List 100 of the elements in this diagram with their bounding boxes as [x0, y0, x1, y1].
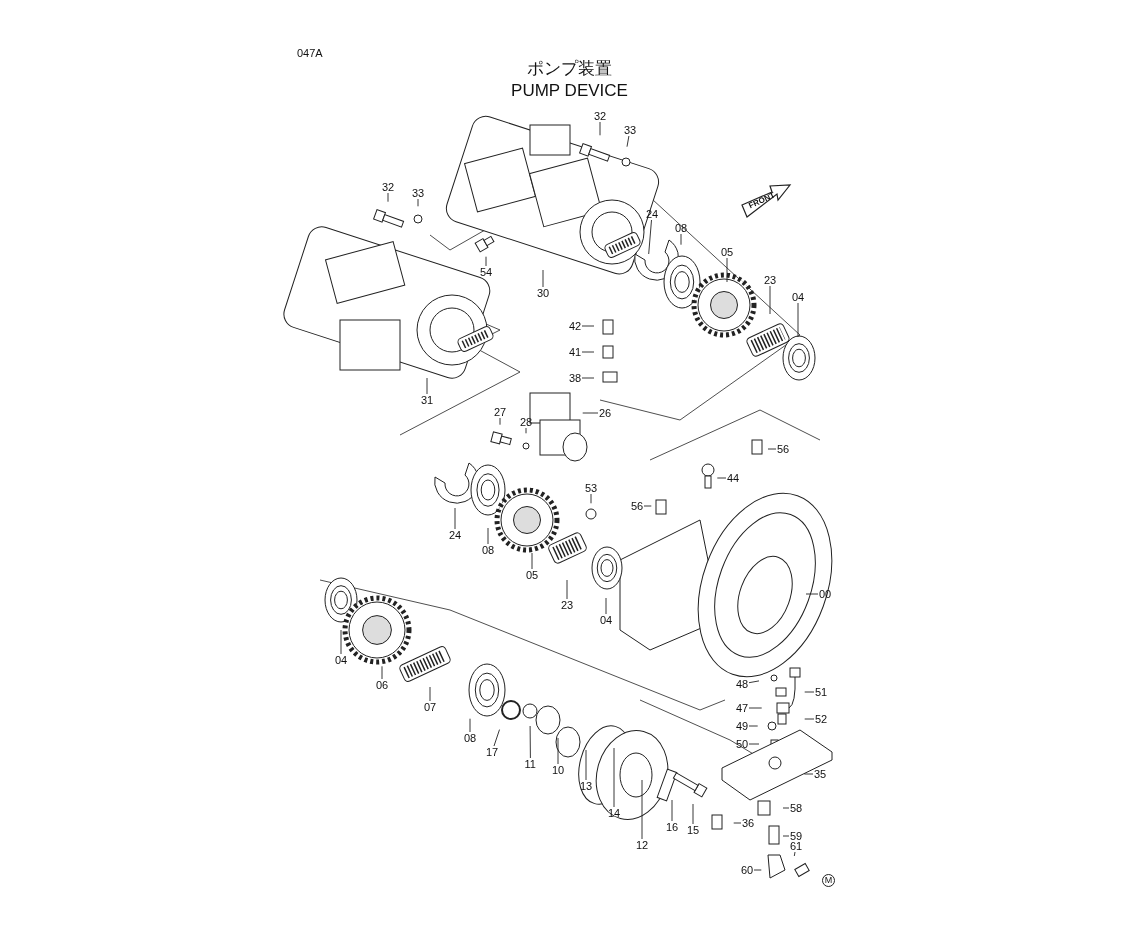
callout-number: 16: [665, 821, 680, 833]
callout-number: 07: [423, 701, 438, 713]
leader-line: [599, 121, 601, 136]
leader-line: [671, 799, 673, 822]
callout-number: 08: [481, 544, 496, 556]
leader-line: [748, 725, 759, 727]
callout-number: 41: [568, 346, 583, 358]
leader-line: [797, 302, 799, 338]
callout-number: 52: [814, 713, 829, 725]
leader-line: [641, 779, 643, 840]
callout-number: 60: [740, 864, 755, 876]
leader-line: [381, 665, 383, 680]
callout-number: 58: [789, 802, 804, 814]
leader-line: [454, 507, 456, 530]
leader-line: [767, 448, 777, 450]
leader-line: [585, 749, 587, 781]
leader-line: [804, 718, 815, 720]
callout-number: 35: [813, 768, 828, 780]
leader-line: [429, 686, 431, 702]
callout-number: 50: [735, 738, 750, 750]
leader-line: [748, 707, 763, 709]
leader-line: [805, 593, 819, 595]
callout-number: 38: [568, 372, 583, 384]
callout-number: 17: [485, 746, 500, 758]
leader-line: [581, 377, 595, 379]
leader-line: [782, 807, 790, 809]
leader-line: [716, 477, 727, 479]
leader-line: [804, 691, 815, 693]
callout-number: 32: [381, 181, 396, 193]
callout-number: 61: [789, 840, 804, 852]
leader-line: [340, 629, 342, 655]
callout-number: 23: [763, 274, 778, 286]
callout-number: 14: [607, 807, 622, 819]
leader-line: [769, 285, 771, 315]
callout-number: 30: [536, 287, 551, 299]
callout-number: 56: [630, 500, 645, 512]
callout-number: 47: [735, 702, 750, 714]
leader-line: [387, 192, 389, 203]
callout-number: 05: [525, 569, 540, 581]
leader-line: [581, 325, 595, 327]
leader-line: [613, 747, 615, 808]
leader-line: [529, 725, 531, 759]
callout-number: 24: [645, 208, 660, 220]
leader-line: [748, 680, 760, 684]
leader-line: [782, 835, 790, 837]
leader-line: [793, 851, 796, 857]
leader-line: [643, 505, 652, 507]
diagram-title: ポンプ装置 PUMP DEVICE: [510, 58, 629, 102]
callout-number: 56: [776, 443, 791, 455]
leader-line: [566, 579, 568, 600]
callout-number: 49: [735, 720, 750, 732]
callout-number: 12: [635, 839, 650, 851]
callout-number: 36: [741, 817, 756, 829]
leader-line: [648, 219, 652, 255]
callout-number: 53: [584, 482, 599, 494]
callout-number: 24: [448, 529, 463, 541]
callout-number: 11: [523, 758, 537, 770]
callout-number: 04: [791, 291, 806, 303]
callout-number: 15: [686, 824, 701, 836]
leader-line: [803, 773, 814, 775]
leader-line: [542, 269, 544, 288]
callout-number: 27: [493, 406, 508, 418]
callout-number: 04: [599, 614, 614, 626]
callout-number: 33: [623, 124, 638, 136]
leader-line: [582, 412, 599, 414]
leader-line: [531, 552, 533, 570]
callout-number: 04: [334, 654, 349, 666]
callout-number: 54: [479, 266, 494, 278]
callout-number: 23: [560, 599, 575, 611]
callout-number: 33: [411, 187, 426, 199]
leader-line: [485, 256, 487, 267]
leader-line: [680, 233, 682, 246]
callout-number: 48: [735, 678, 750, 690]
callout-number: 51: [814, 686, 829, 698]
leader-line: [692, 803, 694, 825]
leader-line: [417, 198, 419, 207]
leader-line: [493, 729, 500, 747]
callout-number: 00: [818, 588, 833, 600]
leader-line: [626, 135, 630, 148]
leader-line: [487, 527, 489, 545]
callout-number: 13: [579, 780, 594, 792]
leader-line: [469, 718, 471, 733]
leader-line: [753, 869, 762, 871]
callout-number: 42: [568, 320, 583, 332]
leader-line: [426, 377, 428, 395]
leader-line: [605, 597, 607, 615]
callout-number: 28: [519, 416, 534, 428]
leader-line: [581, 351, 595, 353]
leader-line: [590, 493, 592, 504]
leader-line: [557, 737, 559, 765]
callout-number: 08: [674, 222, 689, 234]
leader-line: [499, 417, 501, 426]
callout-number: 26: [598, 407, 613, 419]
callout-number: 06: [375, 679, 390, 691]
leader-line: [748, 743, 760, 745]
page-code: 047A: [297, 47, 323, 59]
callout-number: 08: [463, 732, 478, 744]
callout-number: 59: [789, 830, 804, 842]
leader-line: [726, 257, 728, 283]
callout-number: 44: [726, 472, 741, 484]
